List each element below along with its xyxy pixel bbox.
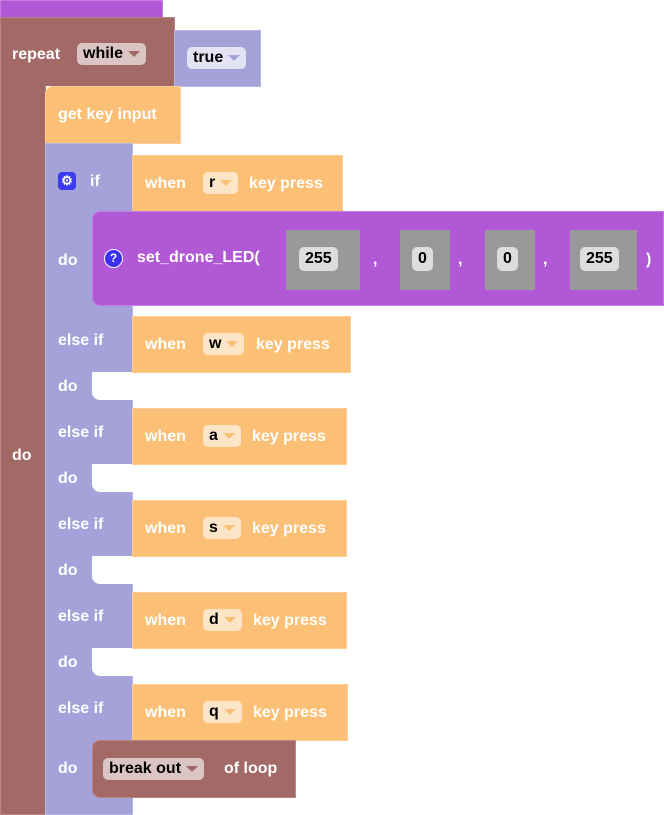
break-out-of-loop-block[interactable]: break out of loop xyxy=(92,740,296,798)
arg-value[interactable]: 0 xyxy=(497,247,518,271)
key-value: w xyxy=(209,335,222,352)
chevron-down-icon xyxy=(223,616,236,623)
empty-do-slot[interactable] xyxy=(92,372,133,400)
arg-value[interactable]: 255 xyxy=(580,247,619,271)
do-label: do xyxy=(58,562,78,579)
chevron-down-icon xyxy=(128,50,141,57)
when-label: when xyxy=(145,520,186,537)
arg-socket-g[interactable]: 0 xyxy=(400,230,450,290)
true-dropdown[interactable]: true xyxy=(187,47,247,69)
key-value: a xyxy=(209,427,218,444)
repeat-mode-dropdown[interactable]: while xyxy=(77,43,147,65)
key-value: s xyxy=(209,519,218,536)
if-label: if xyxy=(90,173,100,190)
chevron-down-icon xyxy=(220,179,233,186)
when-key-press-block-d[interactable]: when d key press xyxy=(132,592,347,649)
repeat-label: repeat xyxy=(12,46,61,63)
key-dropdown[interactable]: a xyxy=(203,425,241,447)
of-loop-label: of loop xyxy=(224,760,278,777)
when-key-press-block-w[interactable]: when w key press xyxy=(132,316,351,373)
key-value: d xyxy=(209,611,219,628)
key-press-label: key press xyxy=(249,175,323,192)
else-if-label: else if xyxy=(58,516,104,533)
when-key-press-block-s[interactable]: when s key press xyxy=(132,500,347,557)
empty-do-slot[interactable] xyxy=(92,648,133,676)
do-label: do xyxy=(58,654,78,671)
when-label: when xyxy=(145,336,186,353)
chevron-down-icon xyxy=(222,432,235,439)
break-mode-dropdown[interactable]: break out xyxy=(103,758,205,780)
key-value: q xyxy=(209,703,219,720)
key-dropdown[interactable]: s xyxy=(203,517,241,539)
else-if-label: else if xyxy=(58,608,104,625)
comma: , xyxy=(373,251,378,268)
key-dropdown[interactable]: r xyxy=(203,172,239,194)
if-do-label: do xyxy=(58,252,78,269)
when-label: when xyxy=(145,428,186,445)
do-label: do xyxy=(58,378,78,395)
key-value: r xyxy=(209,174,216,191)
when-label: when xyxy=(145,175,186,192)
chevron-down-icon xyxy=(223,708,236,715)
comma: , xyxy=(458,251,463,268)
comma: , xyxy=(543,251,548,268)
else-if-label: else if xyxy=(58,332,104,349)
function-name: set_drone_LED( xyxy=(137,249,260,266)
repeat-do-label: do xyxy=(12,447,32,464)
get-key-input-block[interactable] xyxy=(45,86,181,144)
key-press-label: key press xyxy=(252,520,326,537)
arg-socket-brightness[interactable]: 255 xyxy=(570,230,637,290)
previous-block[interactable] xyxy=(0,0,163,18)
key-dropdown[interactable]: d xyxy=(203,609,242,631)
true-value: true xyxy=(193,49,224,66)
key-press-label: key press xyxy=(253,704,327,721)
do-label: do xyxy=(58,760,78,777)
help-icon[interactable]: ? xyxy=(104,249,123,268)
do-label: do xyxy=(58,470,78,487)
set-drone-led-block[interactable]: ? set_drone_LED( 255 , 0 , 0 , 255 ) xyxy=(92,211,664,306)
empty-do-slot[interactable] xyxy=(92,464,133,492)
key-dropdown[interactable]: w xyxy=(203,333,245,355)
repeat-mode-value: while xyxy=(83,45,124,62)
gear-icon[interactable]: ⚙ xyxy=(58,172,76,190)
repeat-while-body xyxy=(0,85,46,815)
when-key-press-block-r[interactable]: when r key press xyxy=(132,155,343,212)
arg-socket-b[interactable]: 0 xyxy=(485,230,535,290)
arg-value[interactable]: 255 xyxy=(299,247,338,271)
chevron-down-icon xyxy=(222,524,235,531)
else-if-label: else if xyxy=(58,424,104,441)
key-dropdown[interactable]: q xyxy=(203,701,242,723)
chevron-down-icon xyxy=(226,340,239,347)
else-if-label: else if xyxy=(58,700,104,717)
close-paren: ) xyxy=(646,251,652,268)
get-key-input-label: get key input xyxy=(58,106,157,123)
key-press-label: key press xyxy=(256,336,330,353)
arg-socket-r[interactable]: 255 xyxy=(286,230,360,290)
when-label: when xyxy=(145,704,186,721)
empty-do-slot[interactable] xyxy=(92,556,133,584)
key-press-label: key press xyxy=(253,612,327,629)
arg-value[interactable]: 0 xyxy=(412,247,433,271)
when-key-press-block-q[interactable]: when q key press xyxy=(132,684,348,741)
chevron-down-icon xyxy=(186,765,199,772)
chevron-down-icon xyxy=(228,54,241,61)
when-label: when xyxy=(145,612,186,629)
key-press-label: key press xyxy=(252,428,326,445)
when-key-press-block-a[interactable]: when a key press xyxy=(132,408,347,465)
break-mode-value: break out xyxy=(109,760,182,777)
